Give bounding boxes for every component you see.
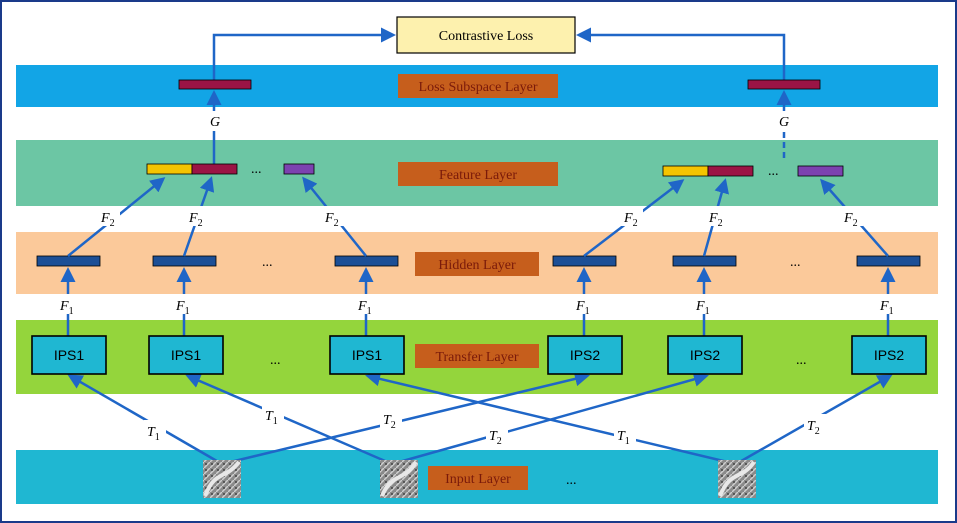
svg-text:T2: T2 — [489, 429, 502, 447]
f2-label-3: F2 — [322, 206, 344, 229]
svg-text:IPS2: IPS2 — [690, 347, 721, 363]
right-feature-purple — [797, 165, 844, 177]
svg-text:IPS2: IPS2 — [570, 347, 601, 363]
right-feature-yellow — [662, 165, 709, 177]
input-patch-3 — [718, 460, 756, 498]
left-feature-purple — [283, 163, 315, 175]
svg-text:F1: F1 — [59, 299, 74, 317]
t2-label-3: T2 — [804, 414, 826, 437]
t2-label-2: T2 — [486, 424, 508, 447]
ips-box-2: IPS1 — [148, 335, 224, 375]
svg-text:F2: F2 — [708, 211, 723, 229]
svg-text:F2: F2 — [100, 211, 115, 229]
hidden-vector-4 — [552, 255, 617, 267]
transfer-label-box — [415, 344, 539, 368]
hidden-label: Hidden Layer — [438, 258, 516, 273]
hidden-label-box — [415, 252, 539, 276]
contrastive-loss-box — [396, 16, 576, 54]
svg-text:F1: F1 — [879, 299, 894, 317]
f2-label-2: F2 — [186, 206, 208, 229]
svg-text:IPS1: IPS1 — [171, 347, 202, 363]
f2-label-6: F2 — [841, 206, 863, 229]
ips-ellipsis-right: ... — [796, 353, 807, 368]
input-label: Input Layer — [445, 472, 511, 487]
feature-label-box — [398, 162, 558, 186]
svg-text:F2: F2 — [324, 211, 339, 229]
left-feature-yellow — [146, 163, 193, 175]
svg-text:F2: F2 — [623, 211, 638, 229]
left-loss-vector — [178, 79, 252, 90]
f2-label-5: F2 — [706, 206, 728, 229]
f2-label-4: F2 — [621, 206, 643, 229]
t1-label-1: T1 — [144, 420, 166, 443]
input-patch-1 — [203, 460, 241, 498]
svg-text:F1: F1 — [575, 299, 590, 317]
right-loss-arrow — [576, 27, 786, 80]
svg-text:F2: F2 — [843, 211, 858, 229]
hidden-vector-1 — [36, 255, 101, 267]
t2-label-1: T2 — [380, 408, 402, 431]
t1-label-2: T1 — [262, 404, 284, 427]
svg-text:T1: T1 — [617, 429, 630, 447]
right-g-label: G — [779, 115, 789, 130]
ips-box-5: IPS2 — [667, 335, 743, 375]
svg-text:F2: F2 — [188, 211, 203, 229]
svg-text:F1: F1 — [357, 299, 372, 317]
ips-box-4: IPS2 — [547, 335, 623, 375]
ips-box-6: IPS2 — [851, 335, 927, 375]
hidden-vector-3 — [334, 255, 399, 267]
hidden-vector-6 — [856, 255, 921, 267]
contrastive-loss-label: Contrastive Loss — [439, 29, 534, 44]
f1-label-3: F1 — [356, 294, 378, 317]
svg-text:T1: T1 — [265, 409, 278, 427]
right-feature-ellipsis: ... — [768, 164, 779, 179]
left-loss-arrow — [212, 27, 396, 80]
left-feature-ellipsis: ... — [251, 162, 262, 177]
loss-subspace-label-box — [398, 74, 558, 98]
f1-label-2: F1 — [174, 294, 196, 317]
t-arrow-5 — [365, 371, 737, 466]
ips-ellipsis-left: ... — [270, 353, 281, 368]
svg-text:T1: T1 — [147, 425, 160, 443]
input-label-box — [428, 466, 528, 490]
svg-text:IPS2: IPS2 — [874, 347, 905, 363]
f1-label-1: F1 — [58, 294, 80, 317]
left-feature-maroon — [191, 163, 238, 175]
right-feature-maroon — [707, 165, 754, 177]
ips-box-3: IPS1 — [329, 335, 405, 375]
f1-label-5: F1 — [694, 294, 716, 317]
svg-text:F1: F1 — [175, 299, 190, 317]
hidden-ellipsis-right: ... — [790, 255, 801, 270]
transfer-label: Transfer Layer — [435, 350, 518, 365]
right-loss-vector — [747, 79, 821, 90]
f1-label-4: F1 — [574, 294, 596, 317]
svg-text:IPS1: IPS1 — [54, 347, 85, 363]
f2-label-1: F2 — [98, 206, 120, 229]
t-arrow-3 — [221, 371, 590, 466]
ips-box-1: IPS1 — [31, 335, 107, 375]
input-ellipsis: ... — [566, 473, 577, 488]
hidden-vector-5 — [672, 255, 737, 267]
input-patch-2 — [380, 460, 418, 498]
t-arrow-2 — [185, 373, 393, 466]
hidden-ellipsis-left: ... — [262, 255, 273, 270]
hidden-vector-2 — [152, 255, 217, 267]
f1-label-6: F1 — [878, 294, 900, 317]
loss-subspace-label: Loss Subspace Layer — [419, 80, 538, 95]
svg-text:T2: T2 — [807, 419, 820, 437]
left-g-label: G — [210, 115, 220, 130]
svg-text:F1: F1 — [695, 299, 710, 317]
svg-text:IPS1: IPS1 — [352, 347, 383, 363]
svg-text:T2: T2 — [383, 413, 396, 431]
feature-label: Feature Layer — [439, 168, 517, 183]
t1-label-3: T1 — [614, 424, 636, 447]
